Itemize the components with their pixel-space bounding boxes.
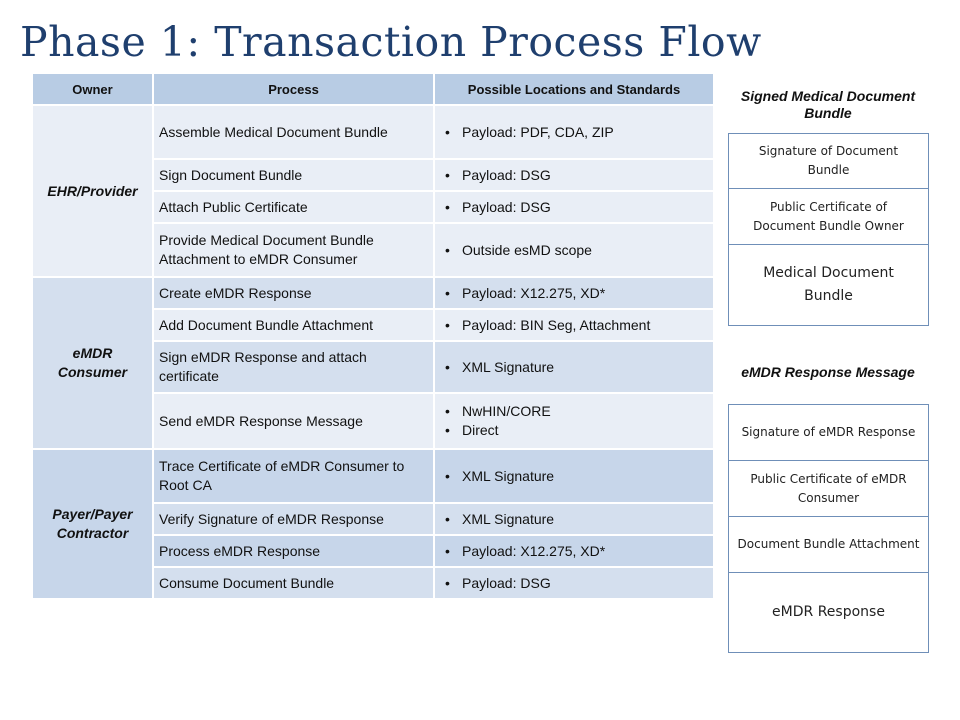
signed-bundle-title: Signed Medical Document Bundle bbox=[740, 88, 916, 121]
table-row: EHR/Provider Assemble Medical Document B… bbox=[31, 104, 715, 278]
emdr-response-box: eMDR Response bbox=[728, 573, 929, 653]
standards-cell: XML Signature bbox=[433, 502, 715, 536]
signed-bundle-stack: Signature of Document Bundle Public Cert… bbox=[728, 133, 929, 326]
header-standards: Possible Locations and Standards bbox=[433, 72, 715, 106]
header-owner: Owner bbox=[31, 72, 154, 106]
standard-item: XML Signature bbox=[440, 510, 708, 529]
process-flow-table: Owner Process Possible Locations and Sta… bbox=[31, 72, 715, 600]
medical-document-bundle-box: Medical Document Bundle bbox=[728, 245, 929, 326]
process-cell: Trace Certificate of eMDR Consumer to Ro… bbox=[152, 448, 435, 504]
process-cell: Attach Public Certificate bbox=[152, 190, 435, 224]
standards-cell: Payload: DSG bbox=[433, 566, 715, 600]
process-cell: Sign eMDR Response and attach certificat… bbox=[152, 340, 435, 394]
process-cell: Send eMDR Response Message bbox=[152, 392, 435, 450]
process-cell: Assemble Medical Document Bundle bbox=[152, 104, 435, 160]
process-cell: Create eMDR Response bbox=[152, 276, 435, 310]
standards-cell: Payload: X12.275, XD* bbox=[433, 276, 715, 310]
table-header-row: Owner Process Possible Locations and Sta… bbox=[31, 72, 715, 106]
owner-cell: eMDR Consumer bbox=[31, 276, 154, 450]
table-row: Sign eMDR Response and attach certificat… bbox=[32, 340, 715, 394]
table-row: Payer/Payer Contractor Trace Certificate… bbox=[31, 448, 715, 600]
process-cell: Provide Medical Document Bundle Attachme… bbox=[152, 222, 435, 278]
process-cell: Sign Document Bundle bbox=[152, 158, 435, 192]
standards-cell: Payload: PDF, CDA, ZIP bbox=[433, 104, 715, 160]
standard-item: Payload: DSG bbox=[440, 166, 708, 185]
standard-item: Payload: DSG bbox=[440, 574, 708, 593]
standards-cell: Payload: X12.275, XD* bbox=[433, 534, 715, 568]
process-cell: Consume Document Bundle bbox=[152, 566, 435, 600]
standards-cell: Payload: DSG bbox=[433, 158, 715, 192]
signature-of-emdr-response-box: Signature of eMDR Response bbox=[728, 404, 929, 461]
standards-cell: Outside esMD scope bbox=[433, 222, 715, 278]
standards-cell: XML Signature bbox=[433, 340, 715, 394]
table-row: eMDR Consumer Create eMDR Response Paylo… bbox=[31, 276, 715, 450]
signature-of-document-bundle-box: Signature of Document Bundle bbox=[728, 133, 929, 189]
response-message-stack: Signature of eMDR Response Public Certif… bbox=[728, 404, 929, 653]
standard-item: Payload: DSG bbox=[440, 198, 708, 217]
document-bundle-attachment-box: Document Bundle Attachment bbox=[728, 517, 929, 573]
public-certificate-box: Public Certificate of Document Bundle Ow… bbox=[728, 189, 929, 245]
table-row: Add Document Bundle Attachment Payload: … bbox=[32, 308, 715, 342]
table-row: Process eMDR Response Payload: X12.275, … bbox=[32, 534, 715, 568]
standard-item: Direct bbox=[440, 421, 708, 440]
public-certificate-of-emdr-consumer-box: Public Certificate of eMDR Consumer bbox=[728, 461, 929, 517]
standards-cell: NwHIN/CORE Direct bbox=[433, 392, 715, 450]
standard-item: Payload: X12.275, XD* bbox=[440, 542, 708, 561]
process-cell: Process eMDR Response bbox=[152, 534, 435, 568]
standard-item: NwHIN/CORE bbox=[440, 402, 708, 421]
page-title: Phase 1: Transaction Process Flow bbox=[20, 18, 762, 66]
process-cell: Verify Signature of eMDR Response bbox=[152, 502, 435, 536]
standard-item: Payload: X12.275, XD* bbox=[440, 284, 708, 303]
standard-item: XML Signature bbox=[440, 467, 708, 486]
table-row: Send eMDR Response Message NwHIN/CORE Di… bbox=[32, 392, 715, 450]
process-cell: Add Document Bundle Attachment bbox=[152, 308, 435, 342]
table-row: Sign Document Bundle Payload: DSG bbox=[32, 158, 715, 192]
standards-cell: XML Signature bbox=[433, 448, 715, 504]
standards-cell: Payload: BIN Seg, Attachment bbox=[433, 308, 715, 342]
owner-cell: EHR/Provider bbox=[31, 104, 154, 278]
standard-item: Payload: BIN Seg, Attachment bbox=[440, 316, 708, 335]
standard-item: XML Signature bbox=[440, 358, 708, 377]
standards-cell: Payload: DSG bbox=[433, 190, 715, 224]
table-row: Attach Public Certificate Payload: DSG bbox=[32, 190, 715, 224]
table-row: Consume Document Bundle Payload: DSG bbox=[32, 566, 715, 600]
owner-cell: Payer/Payer Contractor bbox=[31, 448, 154, 600]
standard-item: Payload: PDF, CDA, ZIP bbox=[440, 123, 708, 142]
table-row: Verify Signature of eMDR Response XML Si… bbox=[32, 502, 715, 536]
response-message-title: eMDR Response Message bbox=[741, 364, 915, 380]
table-row: Provide Medical Document Bundle Attachme… bbox=[32, 222, 715, 278]
header-process: Process bbox=[152, 72, 435, 106]
standard-item: Outside esMD scope bbox=[440, 241, 708, 260]
